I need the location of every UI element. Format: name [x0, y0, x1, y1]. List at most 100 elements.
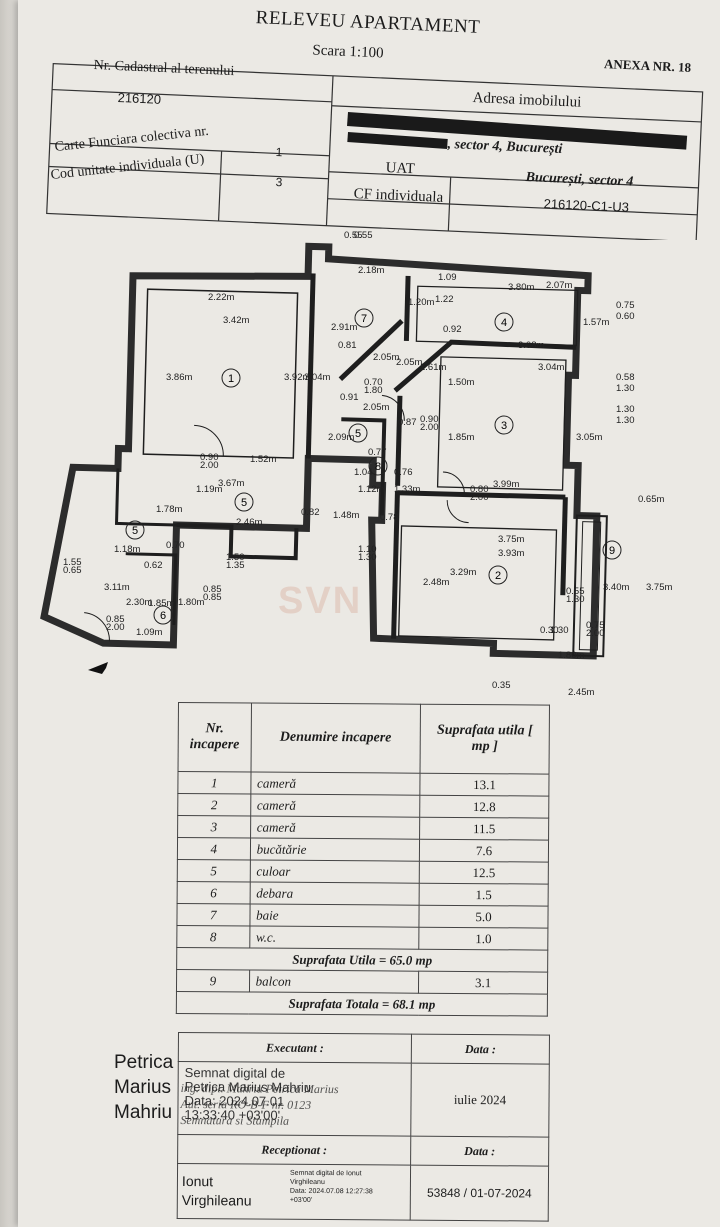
signature-table: Executant : Data : Semnat digital de Pet…: [177, 1032, 550, 1222]
receiver-date: 53848 / 01-07-2024: [410, 1165, 549, 1222]
room-nr: 4: [177, 837, 251, 861]
dimension-label: 0.35: [492, 680, 511, 691]
receiver-name: Ionut Virghileanu: [182, 1172, 252, 1210]
dimension-label: 1.12m: [358, 484, 384, 495]
dimension-label: 0.58: [616, 372, 635, 383]
dimension-label: 0.60: [616, 311, 635, 322]
unit-value: 3: [275, 175, 283, 190]
room-number-1: 1: [228, 373, 234, 385]
room-number-4: 4: [501, 317, 507, 329]
dimension-label: 2.00: [420, 422, 439, 433]
page-edge: [0, 0, 18, 1227]
room-number-5b: 5: [241, 497, 247, 509]
executant-line: ing. dipl. Mahriu Petrica Marius: [180, 1081, 339, 1097]
dimension-label: 3.93m: [498, 548, 524, 559]
dimension-label: 0.70: [166, 540, 185, 551]
executant-signature-name: Petrica Marius Mahriu: [114, 1050, 173, 1125]
room-area: 5.0: [419, 905, 549, 929]
receiver-name-line: Virghileanu: [181, 1192, 252, 1209]
dimension-label: 3.99m: [493, 479, 519, 490]
receiver-cell: Ionut Virghileanu Semnat digital de Ionu…: [177, 1163, 411, 1221]
room-nr: 8: [176, 925, 250, 949]
dimension-label: 3.42m: [223, 315, 249, 326]
room-area: 11.5: [419, 817, 549, 841]
room-name: baie: [249, 904, 420, 928]
room-nr: 7: [176, 903, 250, 927]
uat-label: UAT: [385, 160, 416, 178]
room-area: 13.1: [419, 773, 550, 797]
floor-plan: 1 2 3 4 5 5 5 6 7 8 9: [18, 230, 720, 710]
dimension-label: 1.85m: [148, 598, 174, 609]
dimension-label: 1.33m: [394, 484, 420, 495]
dimension-label: 2.00: [586, 628, 605, 639]
col-header-area: Suprafata utila [ mp ]: [420, 704, 550, 775]
dimension-label: 3.75m: [498, 534, 524, 545]
sig-name-line: Marius: [114, 1077, 172, 1098]
dimension-label: 2.46m: [236, 517, 262, 528]
sig-name-line: Mahriu: [114, 1102, 173, 1123]
dimension-label: 3.29m: [450, 567, 476, 578]
dimension-label: 1.30: [358, 552, 377, 563]
dimension-label: 2.07m: [546, 280, 572, 291]
dimension-label: 1.52m: [250, 454, 276, 465]
room-number-6: 6: [160, 610, 166, 622]
executant-cell: Semnat digital de Petrica Marius Mahriu …: [177, 1061, 412, 1137]
balcony-name: balcon: [249, 970, 419, 994]
dimension-label: 0.62: [144, 560, 163, 571]
dimension-label: 1.80m: [178, 597, 204, 608]
dimension-label: 2.05m: [373, 352, 399, 363]
dimension-label: 3.11m: [104, 582, 130, 593]
dimension-label: 2.91m: [331, 322, 357, 333]
dimension-label: 2.09m: [328, 432, 354, 443]
balcony-area: 3.1: [418, 971, 548, 995]
dimension-label: 1.19m: [196, 484, 222, 495]
header-grid: [46, 62, 704, 240]
useful-total: Suprafata Utila = 65.0 mp: [176, 947, 548, 973]
dimension-label: 2.45m: [568, 687, 594, 698]
dimension-label: 1.09: [438, 272, 457, 283]
room-number-2: 2: [495, 570, 501, 582]
dimension-label: 1.78m: [156, 504, 182, 515]
room-name: culoar: [249, 860, 420, 884]
dimension-label: 1.30: [550, 625, 569, 636]
dimension-label: 1.09m: [136, 627, 162, 638]
dimension-label: 1.57m: [583, 317, 609, 328]
room-nr: 6: [177, 881, 250, 905]
room-number-8: 8: [375, 461, 381, 473]
dimension-label: 3.75m: [646, 582, 672, 593]
table-row: 9 balcon 3.1: [176, 969, 548, 995]
dimension-label: 1.30: [616, 404, 635, 415]
dimension-label: 2.00: [470, 492, 489, 503]
dimension-label: 0.91: [340, 392, 359, 403]
room-number-3: 3: [501, 420, 507, 432]
receiver-sig-line: +03'00': [289, 1196, 313, 1204]
executant-date-label: Data :: [411, 1034, 550, 1065]
room-name: w.c.: [249, 926, 420, 950]
dimension-label: 1.35: [226, 560, 245, 571]
executant-line: Semnatura si Stampila: [180, 1113, 290, 1128]
room-nr: 5: [177, 859, 251, 883]
executant-label: Executant :: [178, 1032, 412, 1064]
executant-date: iulie 2024: [410, 1063, 550, 1138]
room-area: 1.0: [418, 927, 548, 951]
dimension-label: 0.65m: [638, 494, 664, 505]
dimension-label: 2.00: [106, 622, 125, 633]
dimension-label: 0.55: [344, 230, 363, 241]
room-area: 12.8: [419, 795, 549, 819]
dimension-label: 1.50m: [448, 377, 474, 388]
floor-plan-drawing: 1 2 3 4 5 5 5 6 7 8 9: [40, 230, 672, 698]
cadastral-value: 216120: [117, 90, 162, 107]
receptionat-label: Receptionat :: [177, 1134, 411, 1166]
dimension-label: 3.40m: [603, 582, 629, 593]
executant-line: Aut. seria RO-B-F nr. 0123: [180, 1097, 312, 1112]
dimension-label: 1.61m: [420, 362, 446, 373]
cf-value: 1: [275, 145, 283, 160]
dimension-label: 0.70: [364, 377, 383, 388]
dimension-label: 1.80: [364, 385, 383, 396]
dimension-label: 0.55: [354, 230, 373, 241]
